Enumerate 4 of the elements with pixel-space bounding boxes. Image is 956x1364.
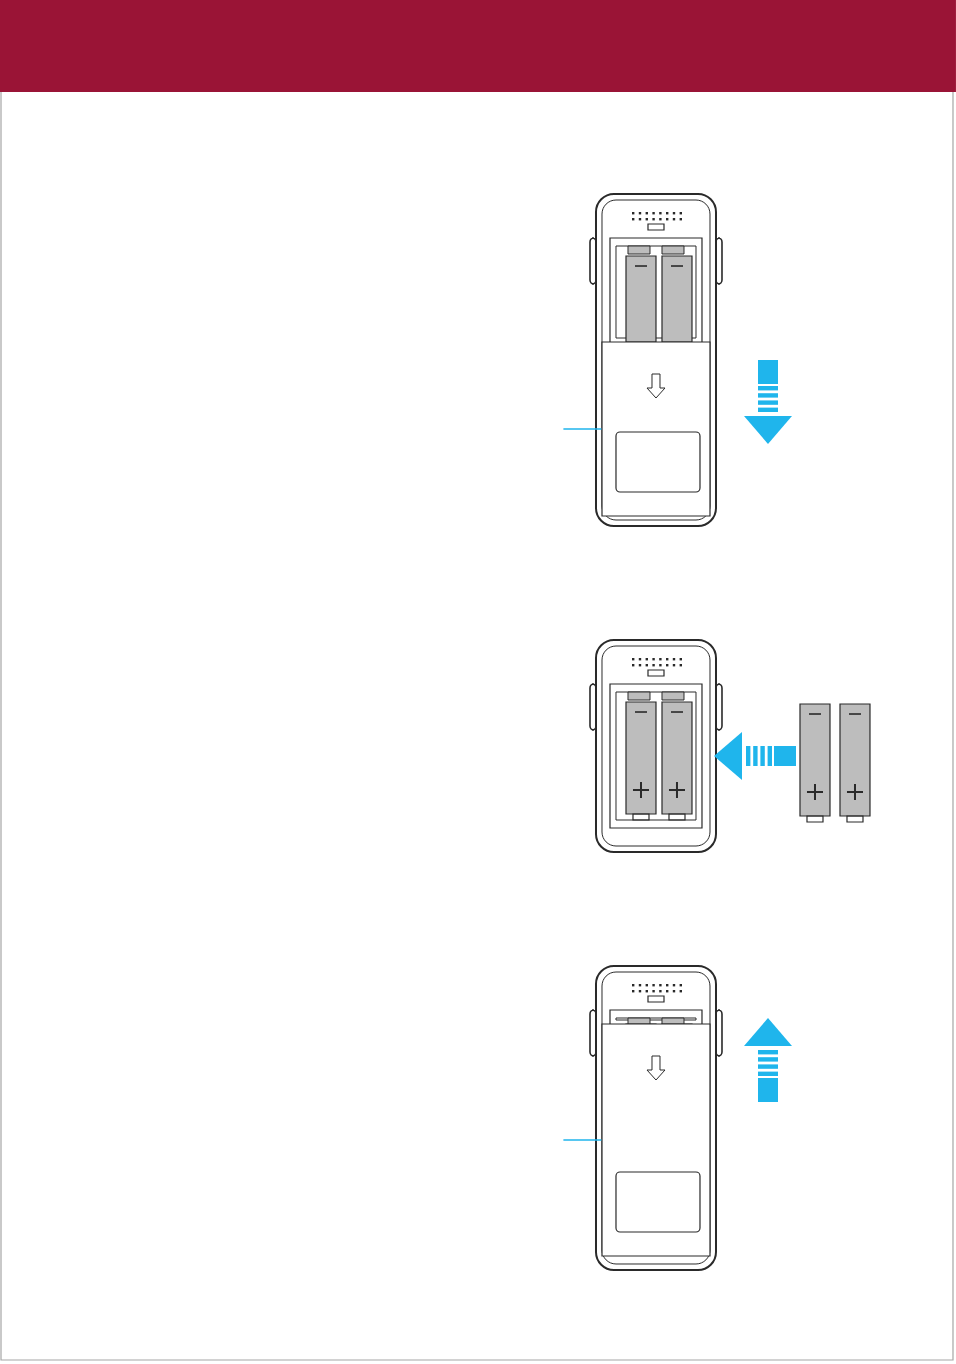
battery-cover [601, 1023, 711, 1257]
battery-cover [601, 341, 711, 517]
leader-line [562, 1139, 603, 1141]
leader-line [562, 428, 603, 430]
